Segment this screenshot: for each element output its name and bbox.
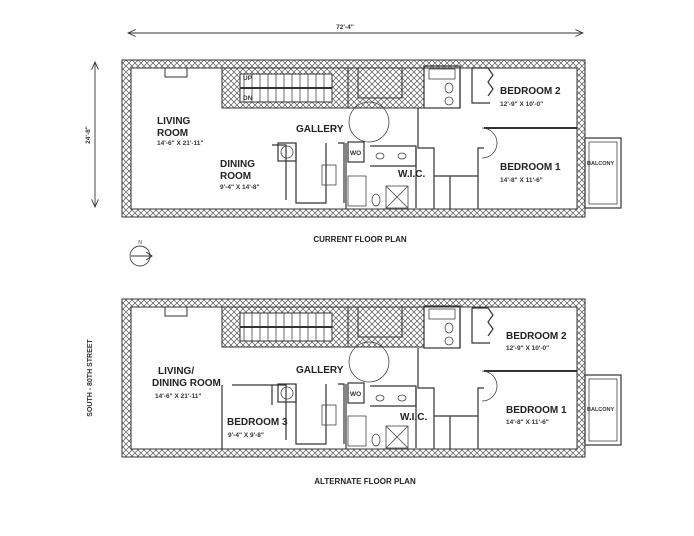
stairs-down-label: DN: [243, 95, 253, 102]
balcony: [584, 137, 622, 209]
bathtub: [347, 175, 367, 207]
svg-text:N: N: [138, 240, 142, 246]
fireplace: [164, 306, 188, 317]
alternate-plan-caption: ALTERNATE FLOOR PLAN: [314, 477, 416, 486]
bedroom-2-label: BEDROOM 2: [506, 331, 567, 342]
width-label: 72'-4": [336, 24, 354, 31]
balcony: [584, 374, 622, 446]
living-dining-room-label: LIVING/: [158, 366, 194, 377]
depth-label: 24'-8": [85, 126, 92, 144]
bedroom-1-size: 14'-8" X 11'-6": [500, 177, 543, 184]
stairs-up-label: UP: [243, 75, 253, 82]
living-dining-room-size: 14'-6" X 21'-11": [155, 393, 201, 400]
balcony-label: BALCONY: [587, 407, 615, 413]
stove: [321, 404, 337, 426]
bedroom-1-label: BEDROOM 1: [506, 405, 567, 416]
washer-dryer: [277, 142, 297, 162]
balcony-label: BALCONY: [587, 161, 615, 167]
bathtub: [347, 415, 367, 447]
wo-label: WO: [350, 150, 361, 157]
bedroom-2-size: 12'-9" X 10'-0": [506, 345, 549, 352]
wo-label: WO: [350, 391, 361, 398]
wic-label: W.I.C.: [400, 412, 427, 423]
wic-label: W.I.C.: [398, 169, 425, 180]
bedroom-3-size: 9'-4" X 9'-8": [228, 432, 264, 439]
alternate-floor-plan: LIVING/ DINING ROOM 14'-6" X 21'-11" GAL…: [121, 298, 622, 486]
gallery-label: GALLERY: [296, 365, 344, 376]
current-plan-caption: CURRENT FLOOR PLAN: [313, 235, 407, 244]
street-label: SOUTH - 80TH STREET: [87, 339, 94, 417]
fireplace: [164, 67, 188, 78]
stove: [321, 164, 337, 186]
bedroom-3-label: BEDROOM 3: [227, 417, 288, 428]
living-dining-room-label-2: DINING ROOM: [152, 378, 221, 389]
dining-room-label-2: ROOM: [220, 171, 251, 182]
dining-room-size: 9'-4" X 14'-8": [220, 184, 260, 191]
bedroom-1-size: 14'-8" X 11'-6": [506, 419, 549, 426]
depth-dimension: 24'-8": [85, 62, 95, 207]
bedroom-1-label: BEDROOM 1: [500, 162, 561, 173]
current-floor-plan: UP DN LIVING ROOM 14'-6" X 21'-11" GALLE…: [121, 59, 622, 244]
gallery-label: GALLERY: [296, 124, 344, 135]
living-room-size: 14'-6" X 21'-11": [157, 140, 203, 147]
washer-dryer: [277, 383, 297, 403]
living-room-label: LIVING: [157, 116, 191, 127]
north-compass-icon: N: [129, 240, 153, 267]
bedroom-2-size: 12'-9" X 10'-0": [500, 101, 543, 108]
bedroom-2-label: BEDROOM 2: [500, 86, 561, 97]
dining-room-label: DINING: [220, 159, 255, 170]
width-dimension: 72'-4": [128, 24, 583, 33]
living-room-label-2: ROOM: [157, 128, 188, 139]
